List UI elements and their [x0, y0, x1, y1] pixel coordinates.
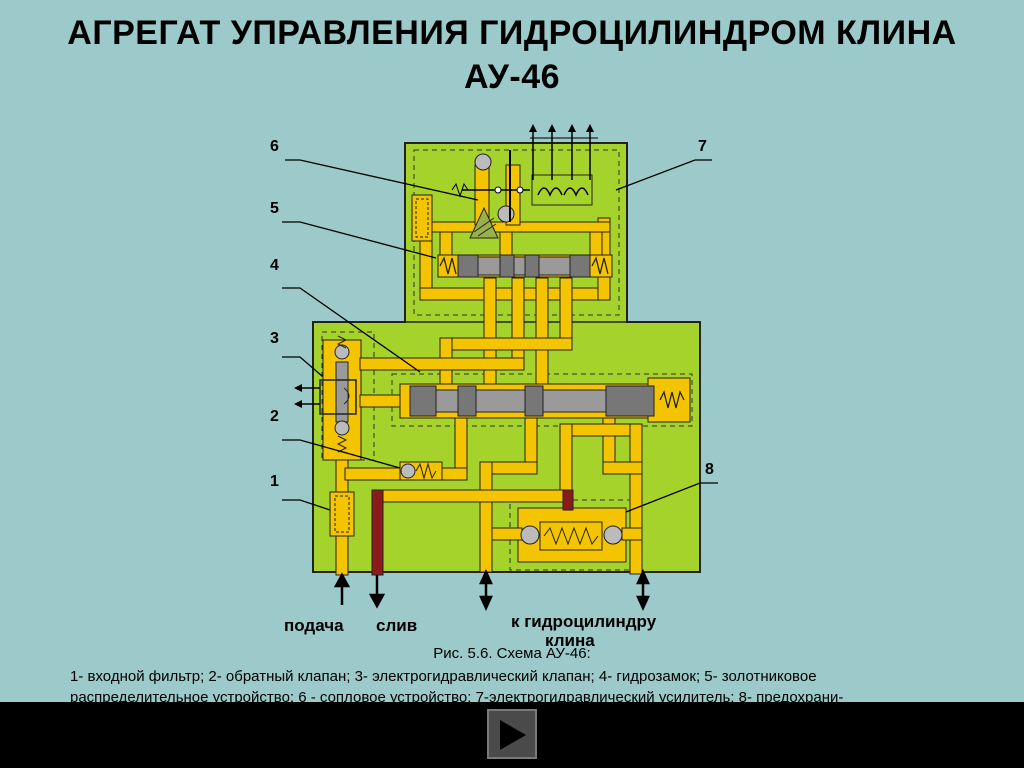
label-to-cylinder-2: клина	[545, 631, 595, 650]
check-valve-2	[399, 461, 443, 481]
leader-lines	[282, 159, 718, 513]
title-line-1: АГРЕГАТ УПРАВЛЕНИЯ ГИДРОЦИЛИНДРОМ КЛИНА	[67, 14, 957, 52]
next-slide-button[interactable]	[487, 709, 537, 759]
upper-filter	[411, 194, 433, 242]
legend-line-2: распределительное устройство; 6 - соплов…	[70, 689, 844, 706]
safety-valve-8	[520, 521, 623, 551]
label-drain: слив	[376, 616, 417, 635]
label-supply: подача	[284, 616, 344, 635]
figure-caption: Рис. 5.6. Схема АУ-46:	[433, 645, 591, 662]
spool-5	[437, 254, 613, 278]
figure-legend: 1- входной фильтр; 2- обратный клапан; 3…	[70, 666, 970, 708]
label-5: 5	[270, 200, 279, 217]
spool-4	[409, 385, 685, 417]
label-3: 3	[270, 330, 279, 347]
label-6: 6	[270, 138, 279, 155]
label-4: 4	[270, 257, 279, 274]
amplifier-7-coils	[529, 124, 598, 206]
legend-line-1: 1- входной фильтр; 2- обратный клапан; 3…	[70, 668, 817, 685]
label-7: 7	[698, 138, 707, 155]
nozzle-device-6	[451, 150, 530, 239]
play-triangle-icon	[500, 720, 526, 750]
label-8: 8	[705, 461, 714, 478]
label-1: 1	[270, 473, 279, 490]
solenoid-valve-3	[294, 335, 357, 453]
title-line-2: АУ-46	[463, 58, 561, 96]
inlet-filter-1	[329, 491, 355, 537]
io-arrows	[333, 568, 650, 612]
label-to-cylinder-1: к гидроцилиндру	[511, 612, 657, 631]
hydraulic-schematic: 6 5 4 3 2 1 7 8 подача слив к гидроцилин…	[270, 124, 718, 650]
label-2: 2	[270, 408, 279, 425]
